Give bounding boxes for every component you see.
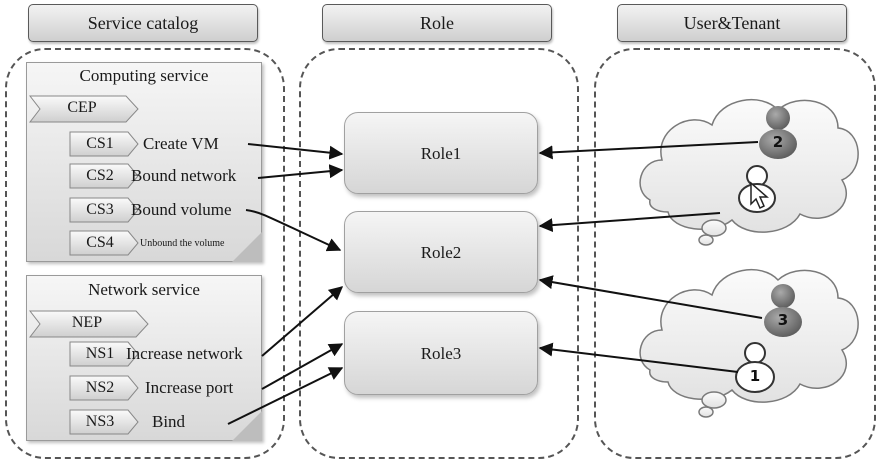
role1-box: Role1 [344, 112, 538, 194]
cs1-code: CS1 [86, 135, 114, 152]
header-user-tenant: User&Tenant [617, 4, 847, 42]
user-3-number: 3 [777, 311, 789, 329]
ns1-name: Increase network [126, 344, 243, 363]
cs3-code: CS3 [86, 201, 114, 218]
cs1-name: Create VM [143, 134, 219, 153]
network-service-panel [26, 275, 262, 441]
cloud-icon [639, 98, 859, 418]
ns2-code: NS2 [85, 379, 115, 396]
user-icon-2 [759, 106, 797, 159]
ns1-code: NS1 [85, 345, 115, 362]
column-user-tenant [594, 48, 876, 459]
cep-chevron [28, 95, 139, 123]
user-icon-3 [764, 284, 802, 337]
computing-panel-fold [232, 232, 262, 262]
header-service-catalog: Service catalog [28, 4, 258, 42]
cep-label: CEP [67, 99, 97, 116]
computing-service-panel [26, 62, 262, 262]
cs4-name: Unbound the volume [140, 238, 225, 249]
cursor-icon [750, 181, 769, 210]
user-icon-1 [735, 342, 775, 393]
role3-box: Role3 [344, 311, 538, 395]
ns2-name: Increase port [145, 378, 234, 397]
user-to-role-arrows [538, 141, 763, 373]
computing-service-title: Computing service [79, 66, 209, 85]
cs4-code: CS4 [86, 234, 114, 251]
network-service-title: Network service [88, 280, 200, 299]
cs2-code: CS2 [86, 167, 114, 184]
ns3-code: NS3 [85, 413, 115, 430]
user-2-number: 2 [772, 133, 784, 151]
ns3-name: Bind [152, 412, 186, 431]
role3-label: Role3 [420, 344, 462, 363]
service-to-role-arrows [227, 143, 344, 425]
role2-box: Role2 [344, 211, 538, 293]
cs3-name: Bound volume [131, 200, 232, 219]
header-role: Role [322, 4, 552, 42]
column-service-catalog [5, 48, 285, 459]
code-tags [69, 131, 139, 435]
user-1-number: 1 [749, 367, 761, 385]
column-role [299, 48, 579, 459]
nep-chevron [28, 310, 149, 338]
nep-label: NEP [71, 314, 103, 331]
network-panel-fold [232, 411, 262, 441]
cs2-name: Bound network [131, 166, 237, 185]
